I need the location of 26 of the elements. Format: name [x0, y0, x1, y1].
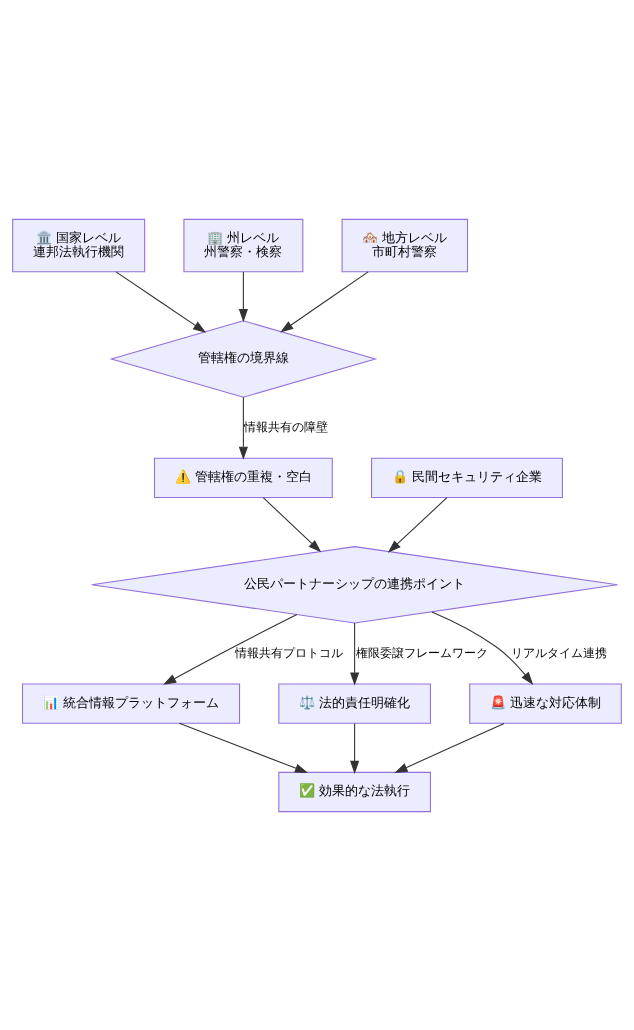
edge-label: 情報共有プロトコル	[235, 645, 344, 660]
arrow	[178, 722, 308, 773]
arrow	[115, 270, 207, 333]
arrow	[431, 610, 534, 685]
arrow	[387, 496, 448, 553]
edge-label: 権限委譲フレームワーク	[356, 645, 489, 660]
arrow	[350, 722, 360, 774]
node-diamond: 公民パートナーシップの連携ポイント	[91, 545, 619, 623]
arrow	[262, 496, 322, 552]
node-box: 🏢 州レベル 州警察・検察	[183, 218, 304, 272]
node-box: ⚖ 法的責任明確化	[278, 682, 431, 724]
arrow	[350, 622, 360, 686]
node-box: 🚨 迅速な対応体制	[469, 682, 622, 724]
node-box: 📊 統合情報プラットフォーム	[21, 682, 241, 724]
node-box: 🏛 国家レベル 連邦法執行機関	[12, 218, 146, 272]
arrow	[280, 270, 369, 332]
edge-label: 情報共有の障壁	[244, 419, 329, 434]
arrow	[163, 613, 298, 685]
node-box: 🏘 地方レベル 市町村警察	[341, 218, 469, 272]
node-box: ✅ 効果的な法執行	[278, 771, 431, 812]
edge-label: リアルタイム連携	[511, 645, 608, 660]
arrow	[238, 270, 248, 322]
arrow	[238, 396, 248, 460]
node-box: ⚠ 管轄権の重複・空白	[153, 457, 333, 498]
node-box: 🔒 民間セキュリティ企業	[371, 457, 563, 498]
arrow	[394, 722, 505, 773]
